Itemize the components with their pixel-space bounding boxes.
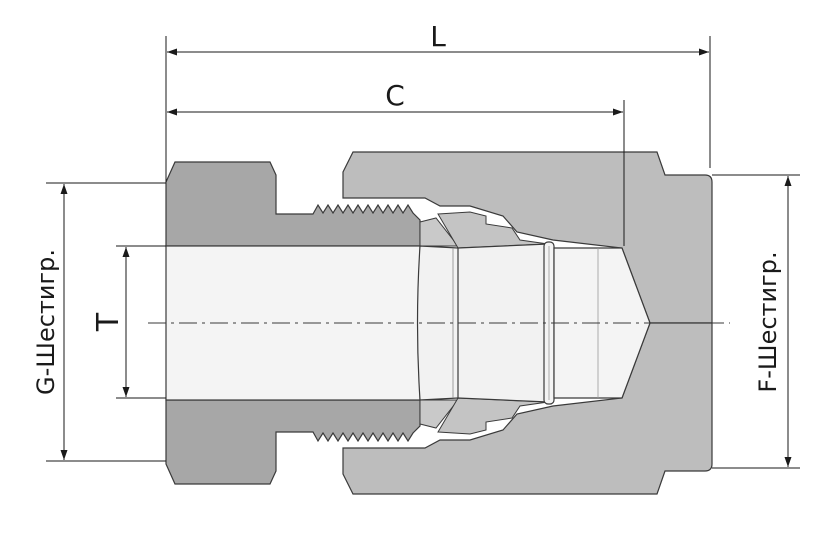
right-nut-upper	[342, 151, 713, 324]
label-L: L	[430, 20, 446, 53]
left-body-lower	[165, 399, 421, 485]
label-T: T	[91, 312, 126, 332]
left-body-upper	[165, 161, 421, 247]
left-body	[165, 161, 421, 485]
bore	[165, 241, 651, 405]
bore-right	[553, 247, 651, 399]
extension-lines	[46, 36, 800, 469]
label-F-hex: F-Шестигр.	[754, 251, 782, 392]
right-nut-lower	[342, 322, 713, 495]
dimension-lines	[60, 48, 792, 467]
label-G-hex: G-Шестигр.	[32, 249, 60, 395]
right-nut	[342, 151, 713, 495]
label-C: C	[385, 79, 405, 112]
